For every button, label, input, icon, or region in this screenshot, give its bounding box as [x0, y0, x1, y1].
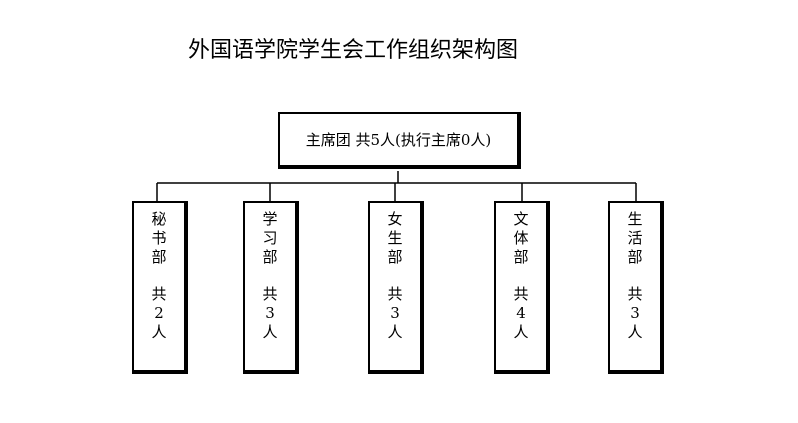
dept-unit: 人 [627, 323, 643, 341]
dept-name-char: 生 [627, 210, 643, 228]
dept-name: 女生部 [387, 210, 402, 267]
dept-name: 秘书部 [151, 210, 166, 267]
dept-name: 文体部 [513, 210, 528, 267]
dept-name-char: 部 [151, 248, 167, 266]
presidium-label: 主席团 共5人(执行主席0人) [305, 131, 492, 149]
dept-total-label: 共 [627, 285, 643, 303]
dept-total-label: 共 [513, 285, 529, 303]
dept-total-label: 共 [151, 285, 167, 303]
dept-name-char: 部 [627, 248, 643, 266]
dept-name-char: 秘 [151, 210, 167, 228]
dept-box-culture-sports: 文体部 共 4 人 [494, 201, 550, 374]
dept-name: 学习部 [262, 210, 277, 267]
dept-unit: 人 [151, 323, 167, 341]
dept-name-char: 习 [262, 229, 278, 247]
dept-name-char: 学 [262, 210, 278, 228]
diagram-title: 外国语学院学生会工作组织架构图 [188, 38, 519, 63]
dept-name: 生活部 [627, 210, 642, 267]
dept-box-secretariat: 秘书部 共 2 人 [132, 201, 188, 374]
dept-name-char: 部 [262, 248, 278, 266]
dept-box-study: 学习部 共 3 人 [243, 201, 299, 374]
dept-unit: 人 [387, 323, 403, 341]
dept-name-char: 文 [513, 210, 529, 228]
dept-name-char: 书 [151, 229, 167, 247]
dept-box-women: 女生部 共 3 人 [368, 201, 424, 374]
dept-unit: 人 [513, 323, 529, 341]
dept-total-label: 共 [262, 285, 278, 303]
dept-name-char: 活 [627, 229, 643, 247]
dept-count: 3 [265, 304, 275, 322]
dept-name-char: 部 [513, 248, 529, 266]
dept-name-char: 生 [387, 229, 403, 247]
dept-name-char: 体 [513, 229, 529, 247]
dept-name-char: 女 [387, 210, 403, 228]
dept-count: 4 [516, 304, 526, 322]
dept-count: 3 [390, 304, 400, 322]
dept-total-label: 共 [387, 285, 403, 303]
dept-name-char: 部 [387, 248, 403, 266]
dept-box-life: 生活部 共 3 人 [608, 201, 664, 374]
dept-count: 3 [630, 304, 640, 322]
dept-count: 2 [154, 304, 164, 322]
presidium-box: 主席团 共5人(执行主席0人) [278, 112, 521, 169]
dept-unit: 人 [262, 323, 278, 341]
